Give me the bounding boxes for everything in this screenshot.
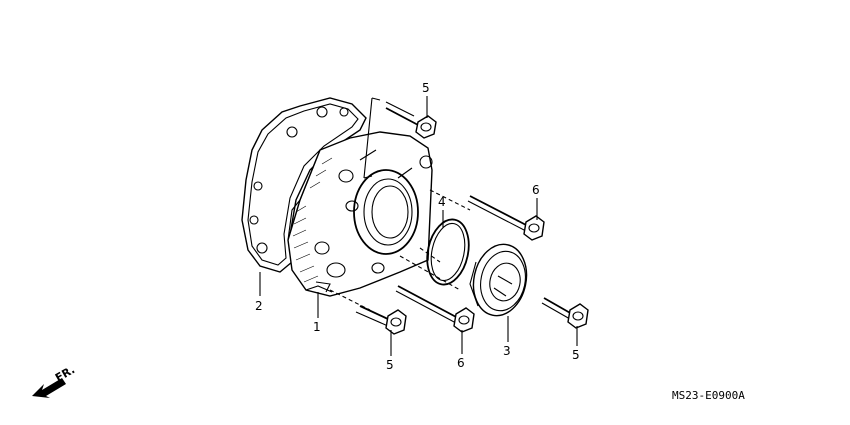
part-label-5-right: 5: [572, 348, 580, 362]
bolt-center-long: [395, 285, 475, 333]
cover-drawing: [287, 131, 433, 297]
part-label-6-bottom: 6: [457, 356, 465, 370]
o-ring-drawing: [426, 218, 470, 286]
leader-lines: [259, 96, 578, 356]
front-direction-arrow-icon: [32, 378, 66, 398]
part-label-3: 3: [503, 344, 511, 358]
part-label-1: 1: [313, 320, 321, 334]
part-label-5-left: 5: [386, 358, 394, 372]
front-direction-label: FR.: [53, 363, 77, 384]
part-label-6-top: 6: [532, 183, 540, 197]
part-label-4: 4: [438, 195, 446, 209]
part-label-5-top: 5: [422, 81, 430, 95]
bolt-top: [385, 101, 437, 139]
part-label-2: 2: [255, 299, 263, 313]
cap-drawing: [469, 243, 528, 317]
bolt-right-long: [467, 195, 545, 241]
diagram-code: MS23-E0900A: [672, 389, 745, 402]
guide-lines: [329, 97, 471, 311]
bolt-left: [355, 305, 407, 335]
gasket-drawing: [241, 97, 367, 273]
bolt-right-short: [541, 297, 589, 329]
